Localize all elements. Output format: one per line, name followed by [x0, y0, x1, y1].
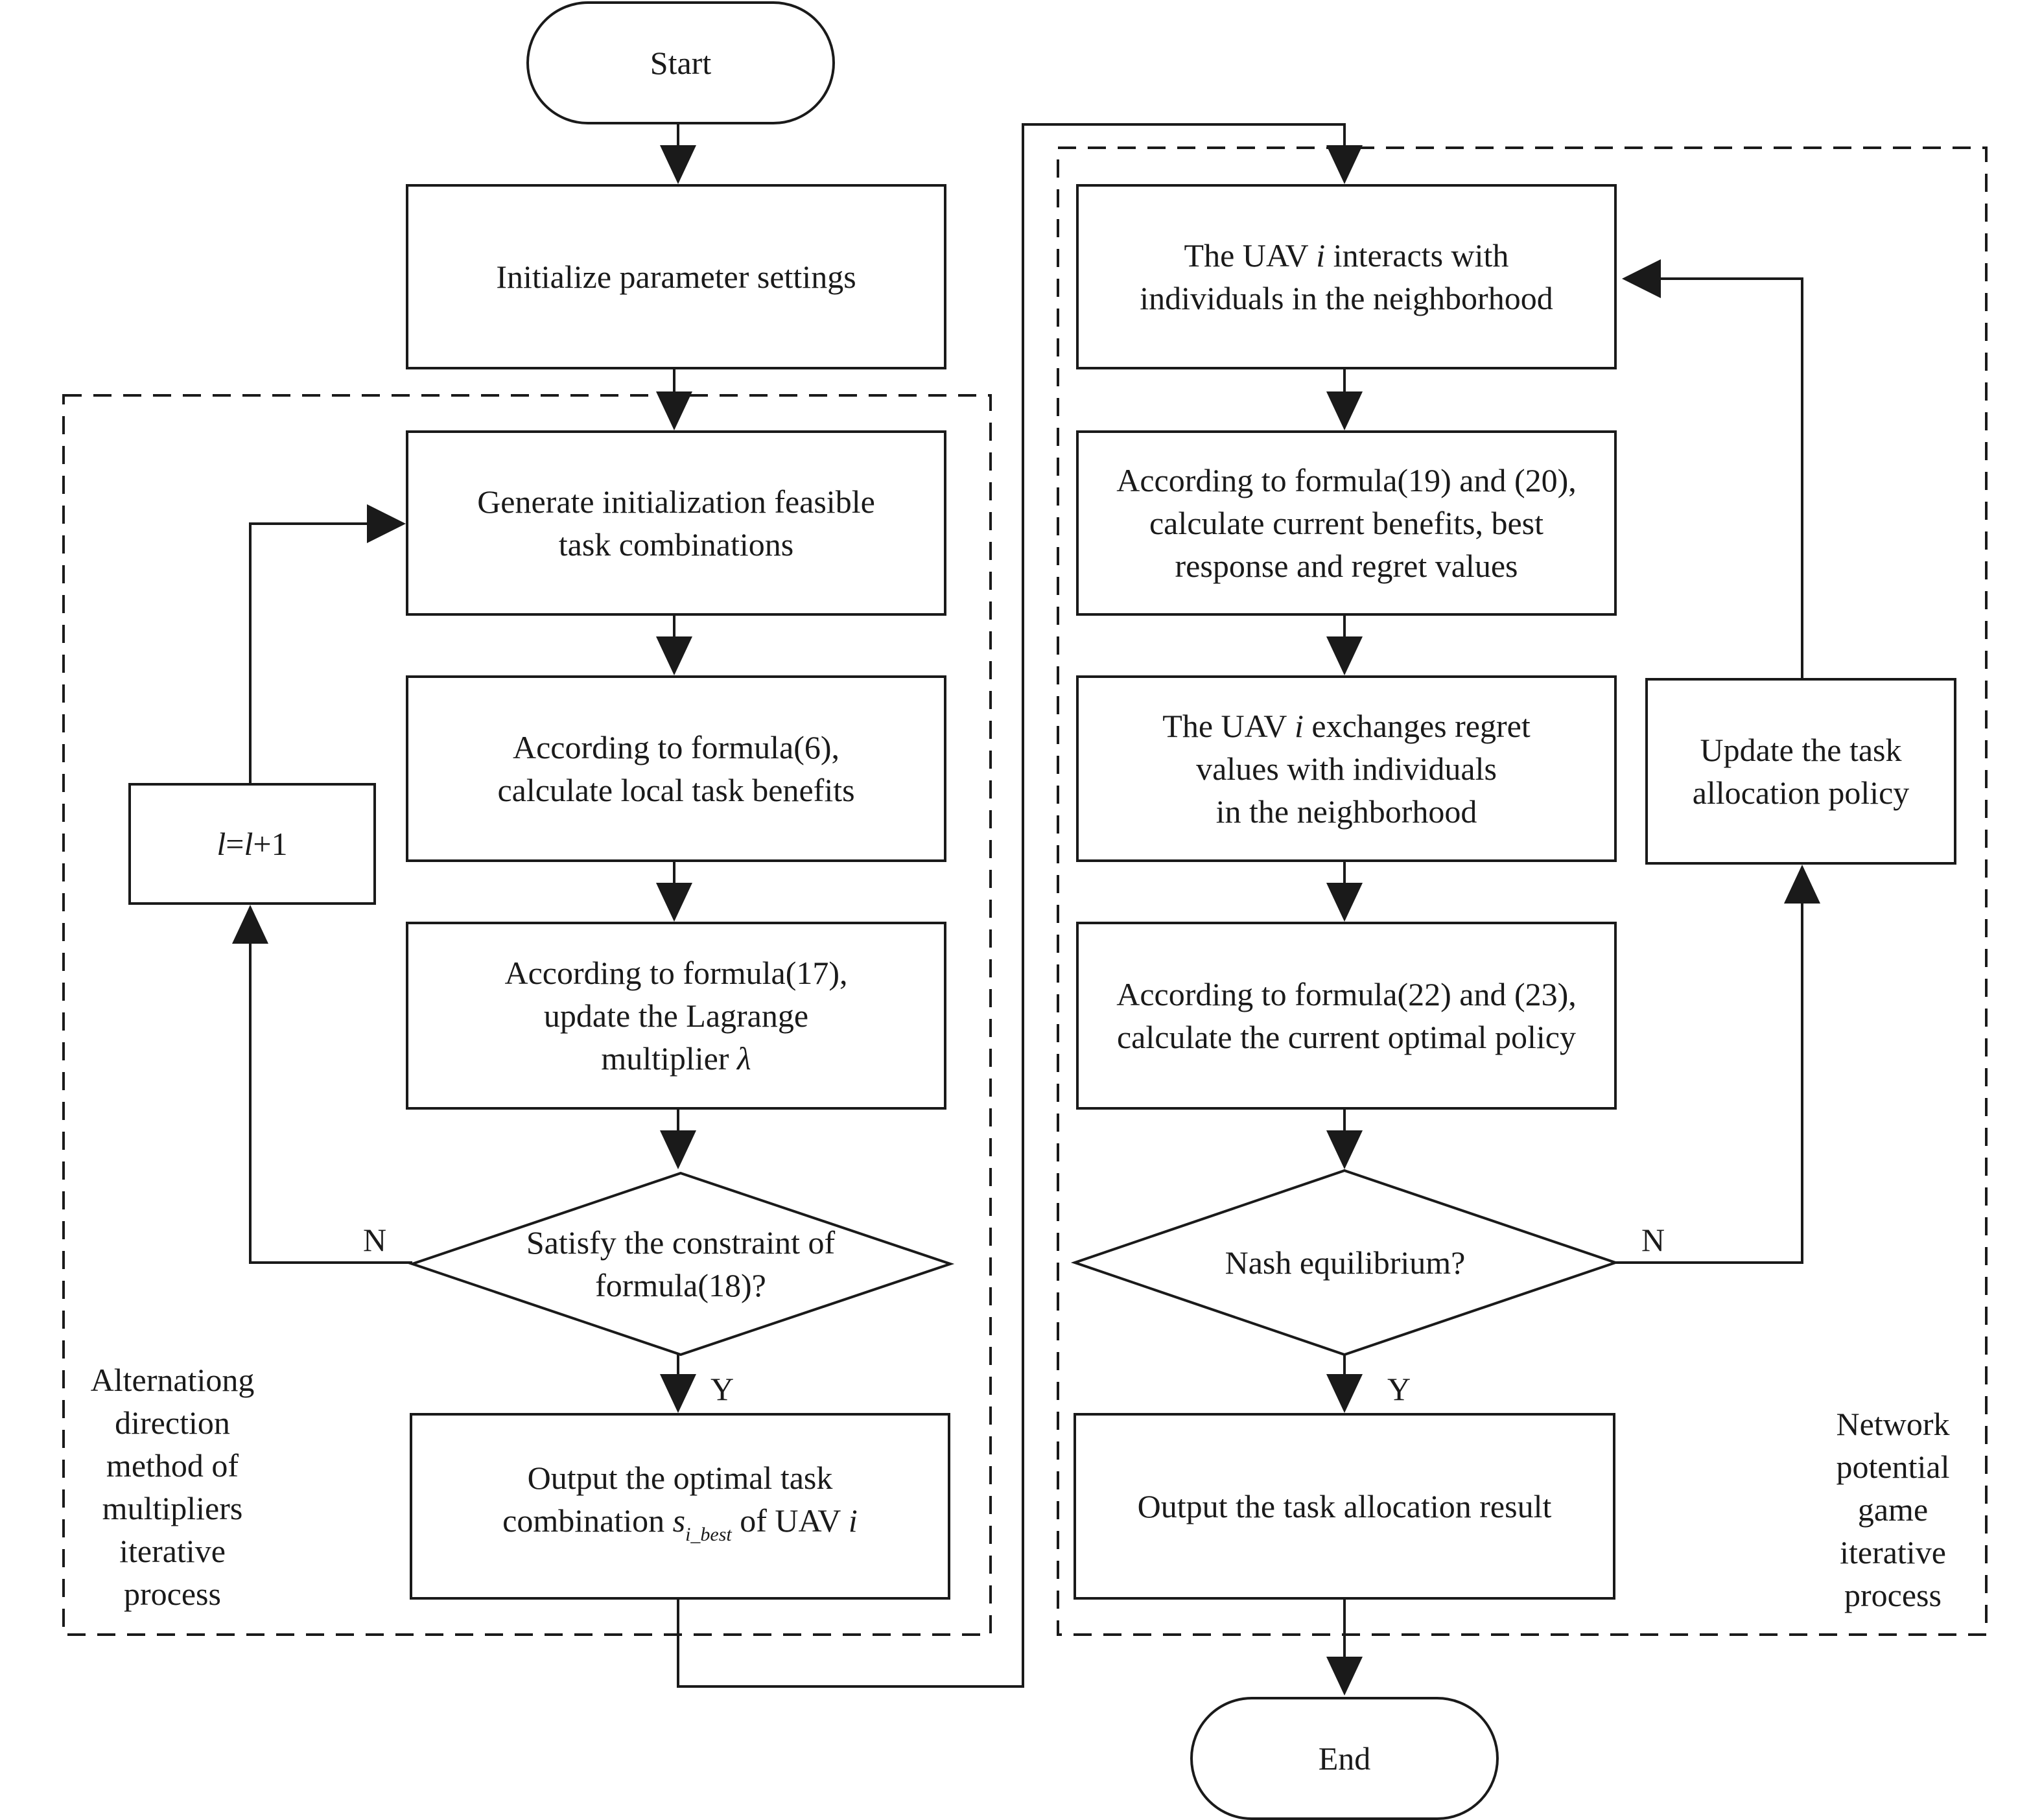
- admm-region-border: [62, 394, 992, 1636]
- start-label: Start: [650, 45, 712, 81]
- right-yes-label: Y: [1387, 1371, 1411, 1407]
- arrowhead-benefits: [656, 636, 692, 675]
- lagrange-text: According to formula(17), update the Lag…: [504, 951, 847, 1080]
- interact-box: The UAV i interacts with individuals in …: [1076, 184, 1617, 369]
- arrowhead-output: [660, 1374, 696, 1413]
- arrowhead-exchange: [1326, 636, 1363, 675]
- loop-no-path: [249, 941, 412, 1264]
- arrowhead-policy: [1326, 883, 1363, 922]
- nash-decision-label: Nash equilibrium?: [1141, 1237, 1549, 1289]
- connector-left-to-right: [677, 123, 1346, 1688]
- exchange-line-1b: exchanges regret: [1303, 708, 1531, 744]
- lagrange-box: According to formula(17), update the Lag…: [406, 922, 946, 1110]
- update-policy-text: Update the task allocation policy: [1692, 732, 1910, 811]
- arrowhead-decision-right: [1326, 1130, 1363, 1169]
- lagrange-line-1: According to formula(17), update the Lag…: [504, 955, 848, 1034]
- generate-text: Generate initialization feasible task co…: [477, 484, 875, 563]
- arrowhead-calc: [1326, 391, 1363, 430]
- arrowhead-output-right: [1326, 1374, 1363, 1413]
- arrowhead-counter: [232, 905, 268, 944]
- output-line-1: Output the optimal task: [527, 1460, 833, 1496]
- output-best-text: Output the optimal task combination si_b…: [502, 1456, 858, 1556]
- admm-region-label: Alternationg direction method of multipl…: [90, 1362, 255, 1612]
- init-text: Initialize parameter settings: [496, 259, 856, 295]
- output-subscript: i_best: [685, 1524, 732, 1545]
- counter-eq: =: [226, 826, 244, 862]
- left-yes-label: Y: [710, 1371, 734, 1407]
- output-s-symbol: s: [672, 1502, 686, 1539]
- decision-diamond-right: [1070, 1169, 1620, 1357]
- nash-decision-text: Nash equilibrium?: [1225, 1244, 1466, 1281]
- init-box: Initialize parameter settings: [406, 184, 946, 369]
- calc-benefits-box: According to formula(19) and (20), calcu…: [1076, 430, 1617, 616]
- counter-l2: l: [244, 826, 253, 862]
- arrowhead-init: [660, 145, 696, 184]
- exchange-line-2: values with individuals in the neighborh…: [1196, 751, 1497, 830]
- arrowhead-interact-side: [1622, 259, 1661, 298]
- output-line-2a: combination: [502, 1502, 673, 1539]
- counter-text: l=l+1: [217, 822, 287, 865]
- arrowhead-interact: [1326, 145, 1363, 184]
- exchange-box: The UAV i exchanges regret values with i…: [1076, 675, 1617, 862]
- left-no-label: N: [362, 1222, 387, 1258]
- decision-diamond-left: [408, 1171, 955, 1357]
- end-node: End: [1190, 1697, 1499, 1820]
- start-node: Start: [526, 1, 835, 124]
- interact-i-symbol: i: [1316, 237, 1326, 274]
- end-label: End: [1318, 1740, 1371, 1777]
- constraint-decision-label: Satisfy the constraint of formula(18)?: [454, 1212, 908, 1316]
- optimal-policy-text: According to formula(22) and (23), calcu…: [1116, 976, 1577, 1055]
- loop-back-path: [249, 522, 370, 783]
- arrowhead-decision: [660, 1130, 696, 1169]
- game-region-label: Network potential game iterative process: [1836, 1406, 1950, 1613]
- local-benefits-box: According to formula(6), calculate local…: [406, 675, 946, 862]
- lagrange-line-2: multiplier: [601, 1040, 738, 1077]
- interact-line-1b: interacts with: [1325, 237, 1509, 274]
- exchange-line-1a: The UAV: [1162, 708, 1295, 744]
- game-region-border: [1057, 146, 1988, 1636]
- constraint-decision-text: Satisfy the constraint of formula(18)?: [526, 1224, 836, 1303]
- calc-benefits-text: According to formula(19) and (20), calcu…: [1116, 462, 1577, 584]
- right-no-label: N: [1641, 1222, 1665, 1258]
- counter-plus: +1: [253, 826, 288, 862]
- update-policy-box: Update the task allocation policy: [1645, 678, 1956, 865]
- arrowhead-end: [1326, 1657, 1363, 1696]
- interact-text: The UAV i interacts with individuals in …: [1140, 234, 1553, 320]
- exchange-i-symbol: i: [1295, 708, 1304, 744]
- counter-l: l: [217, 826, 226, 862]
- output-result-box: Output the task allocation result: [1074, 1413, 1615, 1600]
- generate-box: Generate initialization feasible task co…: [406, 430, 946, 616]
- interact-line-2: individuals in the neighborhood: [1140, 280, 1553, 316]
- arrowhead-update-policy: [1784, 865, 1820, 904]
- optimal-policy-box: According to formula(22) and (23), calcu…: [1076, 922, 1617, 1110]
- output-result-text: Output the task allocation result: [1137, 1488, 1552, 1524]
- output-line-2b: of UAV: [731, 1502, 849, 1539]
- local-benefits-text: According to formula(6), calculate local…: [497, 729, 855, 808]
- arrowhead-generate-side: [367, 504, 406, 543]
- interact-line-1a: The UAV: [1184, 237, 1317, 274]
- loop-back-path-right: [1661, 277, 1803, 678]
- arrowhead-generate: [656, 391, 692, 430]
- loop-no-path-right: [1614, 901, 1803, 1264]
- output-i-symbol: i: [848, 1502, 858, 1539]
- lambda-symbol: λ: [737, 1040, 751, 1077]
- output-best-box: Output the optimal task combination si_b…: [410, 1413, 950, 1600]
- exchange-text: The UAV i exchanges regret values with i…: [1162, 705, 1530, 833]
- arrowhead-lagrange: [656, 883, 692, 922]
- counter-box: l=l+1: [128, 783, 376, 905]
